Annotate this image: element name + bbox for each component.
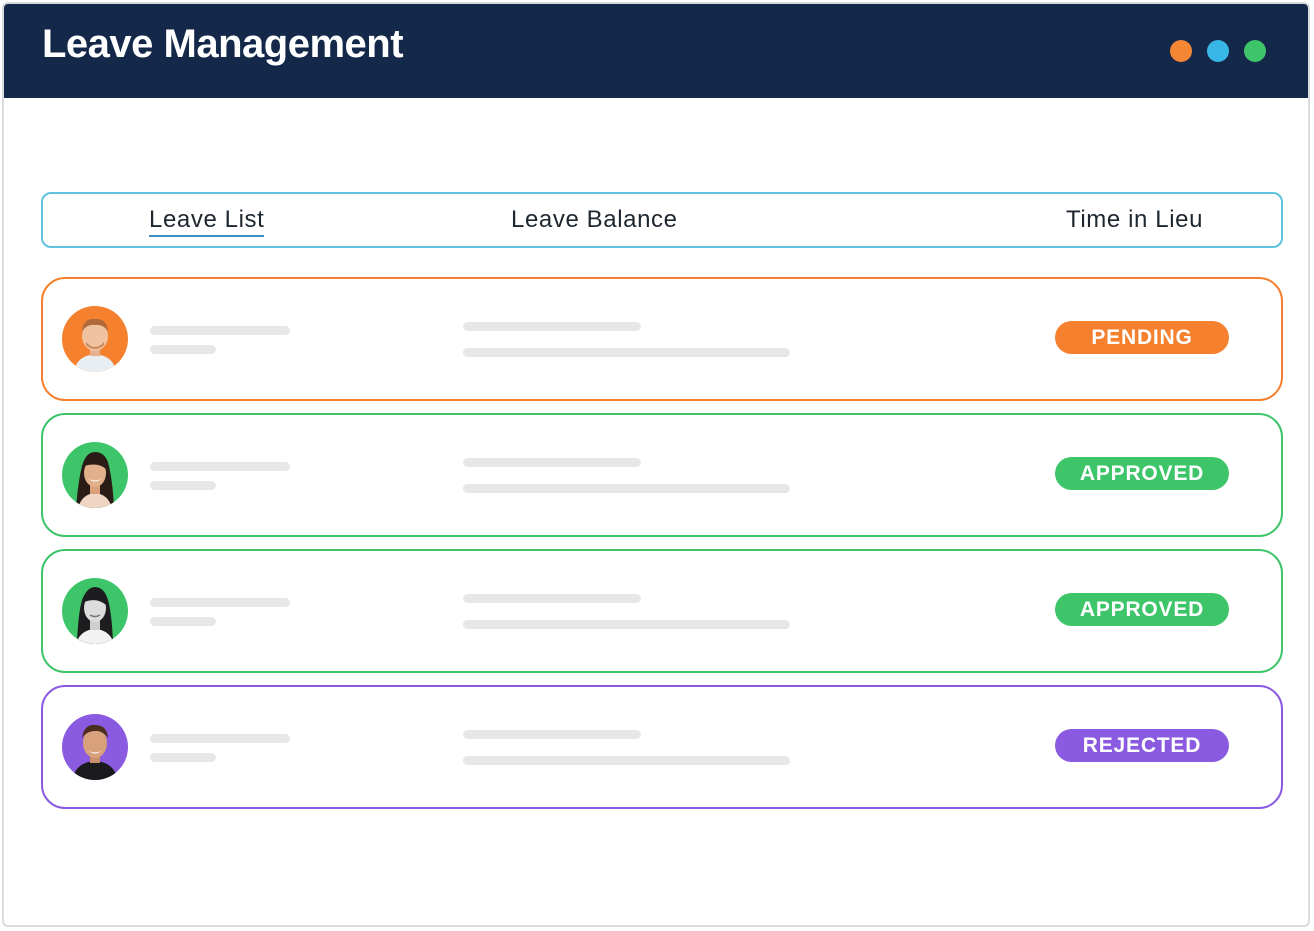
status-badge: APPROVED	[1055, 457, 1229, 490]
maximize-dot[interactable]	[1207, 40, 1229, 62]
tab-leave-balance[interactable]: Leave Balance	[511, 206, 678, 233]
leave-request-row[interactable]: PENDING	[41, 277, 1283, 401]
status-badge: REJECTED	[1055, 729, 1229, 762]
man-avatar	[62, 306, 128, 372]
tab-leave-list[interactable]: Leave List	[149, 206, 265, 237]
minimize-dot[interactable]	[1170, 40, 1192, 62]
status-badge: APPROVED	[1055, 593, 1229, 626]
leave-request-row[interactable]: APPROVED	[41, 549, 1283, 673]
man-avatar	[62, 714, 128, 780]
title-bar: Leave Management	[4, 4, 1308, 98]
app-title: Leave Management	[42, 22, 404, 66]
leave-request-row[interactable]: REJECTED	[41, 685, 1283, 809]
status-badge: PENDING	[1055, 321, 1229, 354]
leave-request-row[interactable]: APPROVED	[41, 413, 1283, 537]
tab-time-in-lieu[interactable]: Time in Lieu	[1066, 206, 1204, 233]
woman-avatar	[62, 442, 128, 508]
woman-avatar	[62, 578, 128, 644]
tab-bar: Leave List Leave Balance Time in Lieu	[41, 192, 1283, 248]
close-dot[interactable]	[1244, 40, 1266, 62]
